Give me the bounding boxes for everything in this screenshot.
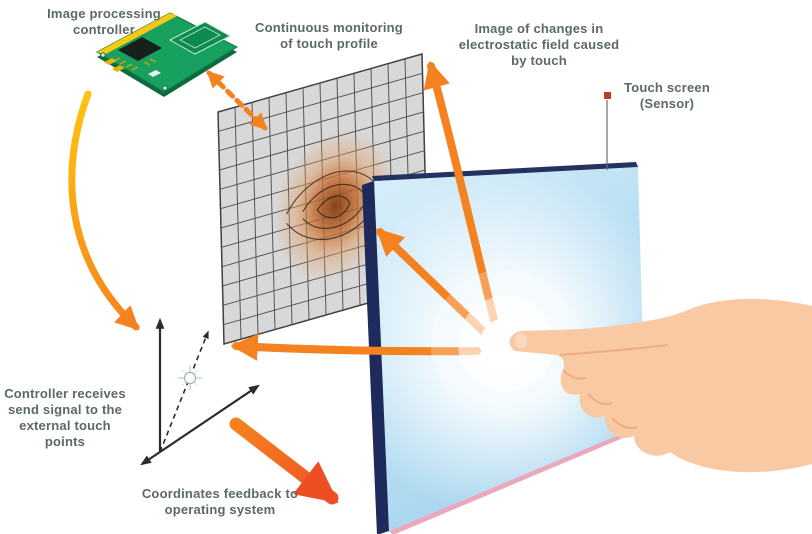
label-connector-dot [604, 92, 611, 99]
label-line: operating system [164, 502, 276, 517]
label-line: Image processing [47, 6, 161, 21]
label-field-image: Image of changes in electrostatic field … [448, 21, 630, 69]
label-line: by touch [511, 53, 567, 68]
label-coordinates-feedback: Coordinates feedback to operating system [122, 486, 318, 518]
pcb-hole [162, 85, 168, 91]
pcb-capacitor [148, 70, 161, 77]
hand-creases [559, 344, 669, 429]
label-line: send signal to the [7, 402, 123, 417]
arrow-touch-to-mesh-corner [230, 333, 481, 361]
label-line: external touch points [19, 418, 111, 449]
arrow-touch-to-field-image [423, 60, 500, 332]
axis-short [140, 451, 161, 466]
label-touch-screen-sensor: Touch screen (Sensor) [608, 80, 726, 112]
screen-edge-bottom [389, 424, 649, 534]
arrow-controller-to-axes [68, 90, 140, 331]
label-line: Controller receives [4, 386, 126, 401]
pcb-chip-square [168, 21, 232, 55]
pcb-gold-contact [112, 65, 125, 72]
index-fingernail [514, 333, 528, 349]
axis-dashed [159, 330, 209, 453]
circuit-board [95, 12, 239, 97]
distortion-curve [317, 192, 350, 222]
label-line: electrostatic field caused [458, 37, 620, 52]
touch-glow [431, 269, 581, 419]
distortion-curve [303, 201, 367, 236]
label-line: (Sensor) [639, 96, 695, 111]
pcb-chip-inner [179, 26, 221, 49]
pcb-gold-contact [104, 58, 117, 65]
pcb-hole [100, 52, 106, 58]
label-line: Continuous monitoring [255, 20, 403, 35]
distortion-curve [302, 177, 366, 214]
label-image-processing-controller: Image processing controller [18, 6, 190, 38]
pcb-chip-pins [113, 57, 157, 71]
label-line: of touch profile [280, 36, 378, 51]
touchscreen-label-connector [604, 92, 611, 170]
screen-edge-top [372, 162, 638, 181]
label-line: Image of changes in [474, 21, 604, 36]
flow-arrows [68, 60, 500, 505]
distortion-curve [286, 160, 381, 217]
hand [509, 298, 812, 473]
label-line: controller [73, 22, 135, 37]
pcb-chip-black [118, 37, 162, 61]
label-continuous-monitoring: Continuous monitoring of touch profile [240, 20, 418, 52]
label-line: Touch screen [624, 80, 710, 95]
label-controller-receives: Controller receives send signal to the e… [0, 386, 130, 450]
pcb-yellow-edge [97, 13, 177, 55]
coordinate-axes [140, 317, 260, 466]
label-line: Coordinates feedback to [141, 486, 299, 501]
screen-edge-left [362, 181, 389, 534]
arrow-pcb-mesh-dashed [206, 70, 268, 131]
axis-diagonal [159, 384, 260, 453]
hand-silhouette [509, 298, 812, 473]
touch-point-sphere [183, 371, 197, 385]
arrow-axes-to-os [229, 417, 339, 505]
axis-origin-marker [178, 366, 202, 390]
